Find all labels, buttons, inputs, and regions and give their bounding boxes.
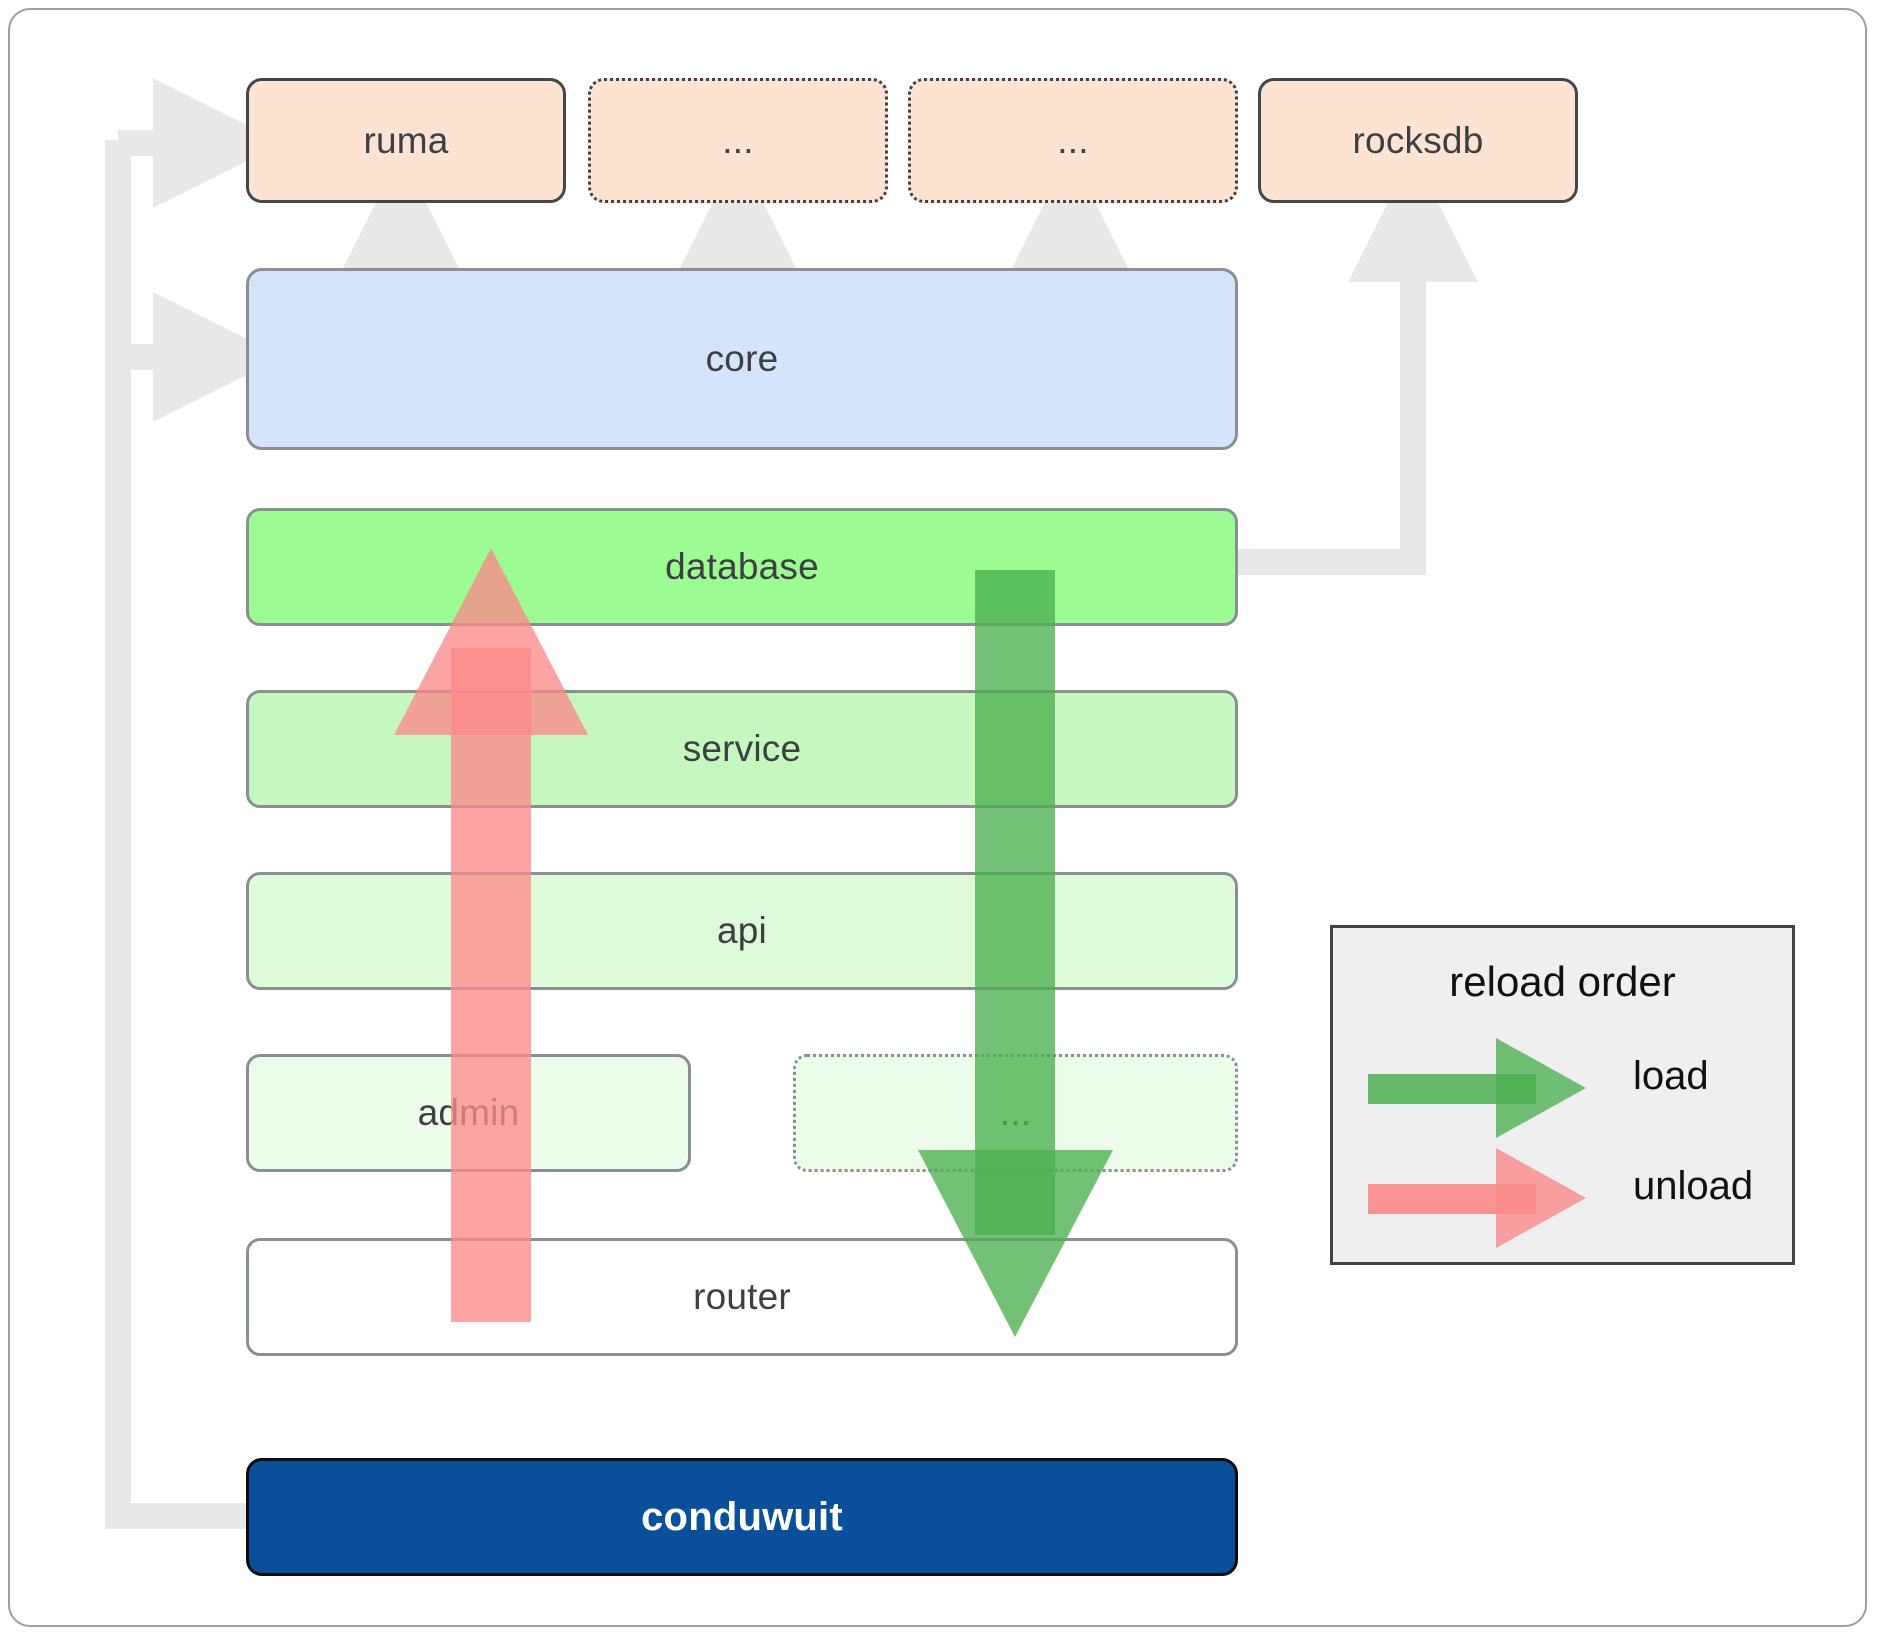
node-dep3-label: ...	[1057, 119, 1089, 161]
node-service[interactable]: service	[246, 690, 1238, 808]
legend-label-unload: unload	[1633, 1164, 1754, 1208]
node-api-label: api	[717, 910, 767, 951]
node-core[interactable]: core	[246, 268, 1238, 450]
node-dep3[interactable]: ...	[908, 78, 1238, 203]
node-rocksdb[interactable]: rocksdb	[1258, 78, 1578, 203]
node-dep2-label: ...	[722, 119, 754, 161]
node-router-label: router	[693, 1276, 791, 1317]
node-router[interactable]: router	[246, 1238, 1238, 1356]
legend-row-unload: unload	[1333, 1148, 1792, 1248]
diagram-frame	[8, 8, 1867, 1627]
node-conduwuit-label: conduwuit	[641, 1494, 843, 1539]
node-admin-label: admin	[417, 1092, 520, 1133]
legend-title: reload order	[1449, 958, 1676, 1005]
legend-row-load: load	[1333, 1038, 1792, 1138]
node-conduwuit[interactable]: conduwuit	[246, 1458, 1238, 1576]
node-service-label: service	[682, 728, 802, 769]
node-database-label: database	[665, 546, 819, 587]
node-database[interactable]: database	[246, 508, 1238, 626]
node-admin-etc[interactable]: ...	[793, 1054, 1238, 1172]
node-api[interactable]: api	[246, 872, 1238, 990]
node-core-label: core	[705, 338, 779, 379]
node-ruma-label: ruma	[363, 119, 449, 161]
legend-label-load: load	[1633, 1054, 1709, 1098]
node-admin-etc-label: ...	[999, 1092, 1032, 1133]
load-legend-icon	[1368, 1038, 1586, 1138]
node-ruma[interactable]: ruma	[246, 78, 566, 203]
legend-panel: reload order load unload	[1330, 925, 1795, 1265]
node-rocksdb-label: rocksdb	[1352, 119, 1484, 161]
node-dep2[interactable]: ...	[588, 78, 888, 203]
node-admin[interactable]: admin	[246, 1054, 691, 1172]
unload-legend-icon	[1368, 1148, 1586, 1248]
